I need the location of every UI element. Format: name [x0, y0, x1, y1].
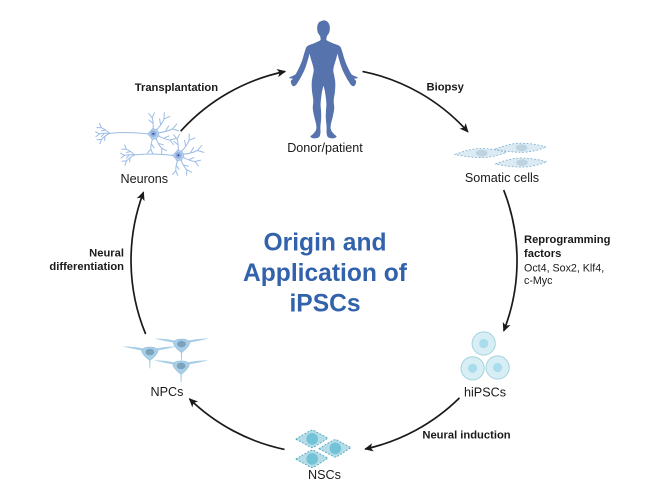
svg-text:Neural: Neural — [89, 248, 124, 260]
svg-text:hiPSCs: hiPSCs — [464, 386, 506, 400]
svg-text:Transplantation: Transplantation — [135, 82, 218, 94]
svg-text:NSCs: NSCs — [308, 468, 341, 482]
svg-text:Donor/patient: Donor/patient — [287, 141, 363, 155]
svg-text:Reprogramming: Reprogramming — [524, 234, 611, 246]
svg-text:factors: factors — [524, 248, 561, 260]
svg-text:Oct4, Sox2, Klf4,: Oct4, Sox2, Klf4, — [524, 263, 604, 275]
svg-text:Origin and: Origin and — [264, 230, 387, 257]
svg-text:differentiation: differentiation — [49, 261, 124, 273]
svg-text:Application of: Application of — [243, 260, 408, 287]
svg-text:NPCs: NPCs — [151, 385, 184, 399]
svg-text:Neurons: Neurons — [120, 172, 168, 186]
svg-text:c-Myc: c-Myc — [524, 275, 553, 287]
svg-text:iPSCs: iPSCs — [289, 290, 360, 317]
svg-text:Biopsy: Biopsy — [427, 82, 465, 94]
svg-text:Somatic cells: Somatic cells — [465, 171, 539, 185]
svg-text:Neural induction: Neural induction — [422, 429, 510, 441]
